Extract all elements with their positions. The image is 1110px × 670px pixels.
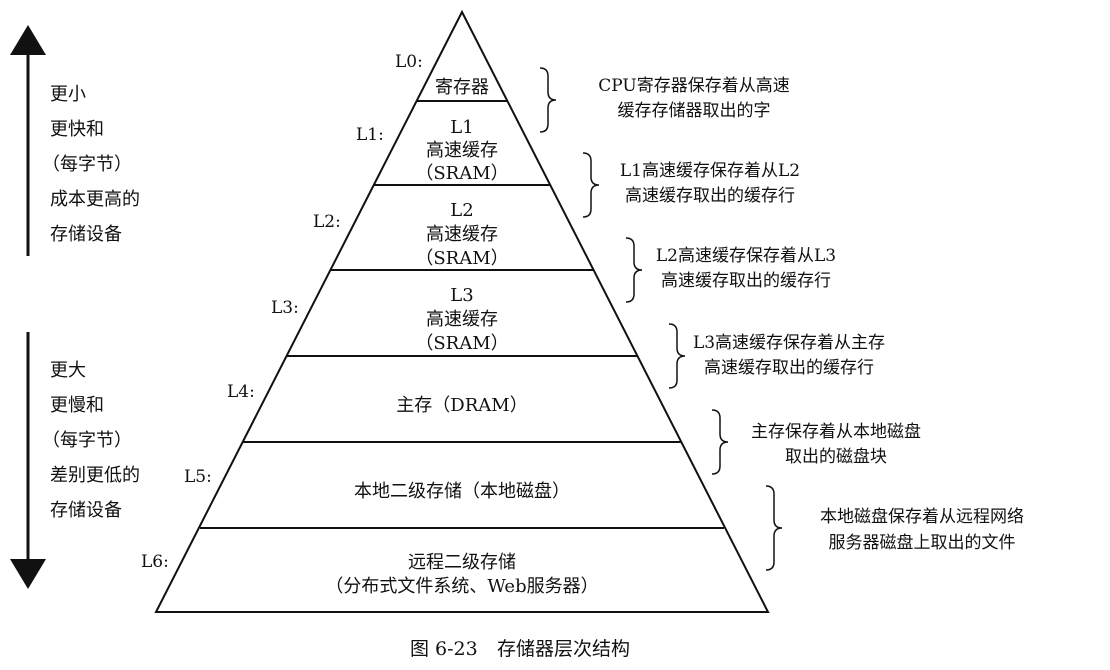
desc-l2-line1: L2高速缓存保存着从L3 bbox=[656, 246, 836, 266]
level-text-l2-line1: L2 bbox=[450, 200, 473, 221]
left-bottom-line4: 差别更低的 bbox=[50, 465, 140, 486]
brace-l0 bbox=[539, 67, 557, 133]
left-top-line1: 更小 bbox=[50, 84, 86, 105]
level-text-l3-line2: 高速缓存 bbox=[426, 309, 498, 330]
left-bottom-line5: 存储设备 bbox=[50, 500, 122, 521]
desc-l1-line1: L1高速缓存保存着从L2 bbox=[620, 161, 800, 181]
desc-l2-line2: 高速缓存取出的缓存行 bbox=[661, 271, 831, 291]
desc-l4-line1: 主存保存着从本地磁盘 bbox=[751, 422, 921, 442]
left-top-line5: 存储设备 bbox=[50, 224, 122, 245]
level-text-l5: 本地二级存储（本地磁盘） bbox=[354, 481, 570, 502]
level-text-l3-line3: （SRAM） bbox=[415, 333, 508, 354]
caption-number: 图 6-23 bbox=[410, 638, 478, 660]
level-text-l3-line1: L3 bbox=[450, 285, 473, 306]
level-label-l6: L6: bbox=[141, 552, 169, 572]
level-label-l0: L0: bbox=[395, 52, 423, 72]
level-text-l1-line1: L1 bbox=[450, 117, 473, 138]
level-label-l1: L1: bbox=[356, 125, 384, 145]
desc-l5-line2: 服务器磁盘上取出的文件 bbox=[829, 533, 1016, 553]
brace-l5 bbox=[765, 485, 783, 571]
level-label-l3: L3: bbox=[271, 298, 299, 318]
left-bottom-line2: 更慢和 bbox=[50, 395, 104, 416]
desc-l0-line1: CPU寄存器保存着从高速 bbox=[598, 76, 789, 96]
level-text-l2-line2: 高速缓存 bbox=[426, 224, 498, 245]
desc-l5-line1: 本地磁盘保存着从远程网络 bbox=[820, 507, 1024, 527]
brace-l1 bbox=[582, 152, 600, 218]
level-text-l4: 主存（DRAM） bbox=[396, 395, 527, 416]
level-text-l0: 寄存器 bbox=[435, 77, 489, 98]
level-text-l1-line2: 高速缓存 bbox=[426, 140, 498, 161]
level-text-l6-line1: 远程二级存储 bbox=[408, 552, 516, 573]
level-text-l2-line3: （SRAM） bbox=[415, 248, 508, 269]
brace-l4 bbox=[711, 409, 729, 475]
desc-l3-line1: L3高速缓存保存着从主存 bbox=[693, 333, 885, 353]
desc-l4-line2: 取出的磁盘块 bbox=[785, 447, 887, 467]
left-top-line2: 更快和 bbox=[50, 119, 104, 140]
pyramid-outline bbox=[154, 9, 770, 613]
level-text-l1-line3: （SRAM） bbox=[415, 163, 508, 184]
left-top-line4: 成本更高的 bbox=[50, 189, 140, 210]
level-label-l5: L5: bbox=[184, 467, 212, 487]
left-bottom-line1: 更大 bbox=[50, 360, 86, 381]
brace-l2 bbox=[625, 237, 643, 303]
desc-l1-line2: 高速缓存取出的缓存行 bbox=[625, 186, 795, 206]
level-text-l6-line2: （分布式文件系统、Web服务器） bbox=[325, 576, 598, 597]
level-label-l4: L4: bbox=[227, 382, 255, 402]
left-top-line3: （每字节） bbox=[42, 154, 132, 175]
brace-l3 bbox=[668, 323, 686, 389]
level-label-l2: L2: bbox=[313, 212, 341, 232]
left-bottom-line3: （每字节） bbox=[42, 430, 132, 451]
desc-l0-line2: 缓存存储器取出的字 bbox=[618, 101, 771, 121]
desc-l3-line2: 高速缓存取出的缓存行 bbox=[704, 358, 874, 378]
caption-title: 存储器层次结构 bbox=[497, 638, 630, 660]
